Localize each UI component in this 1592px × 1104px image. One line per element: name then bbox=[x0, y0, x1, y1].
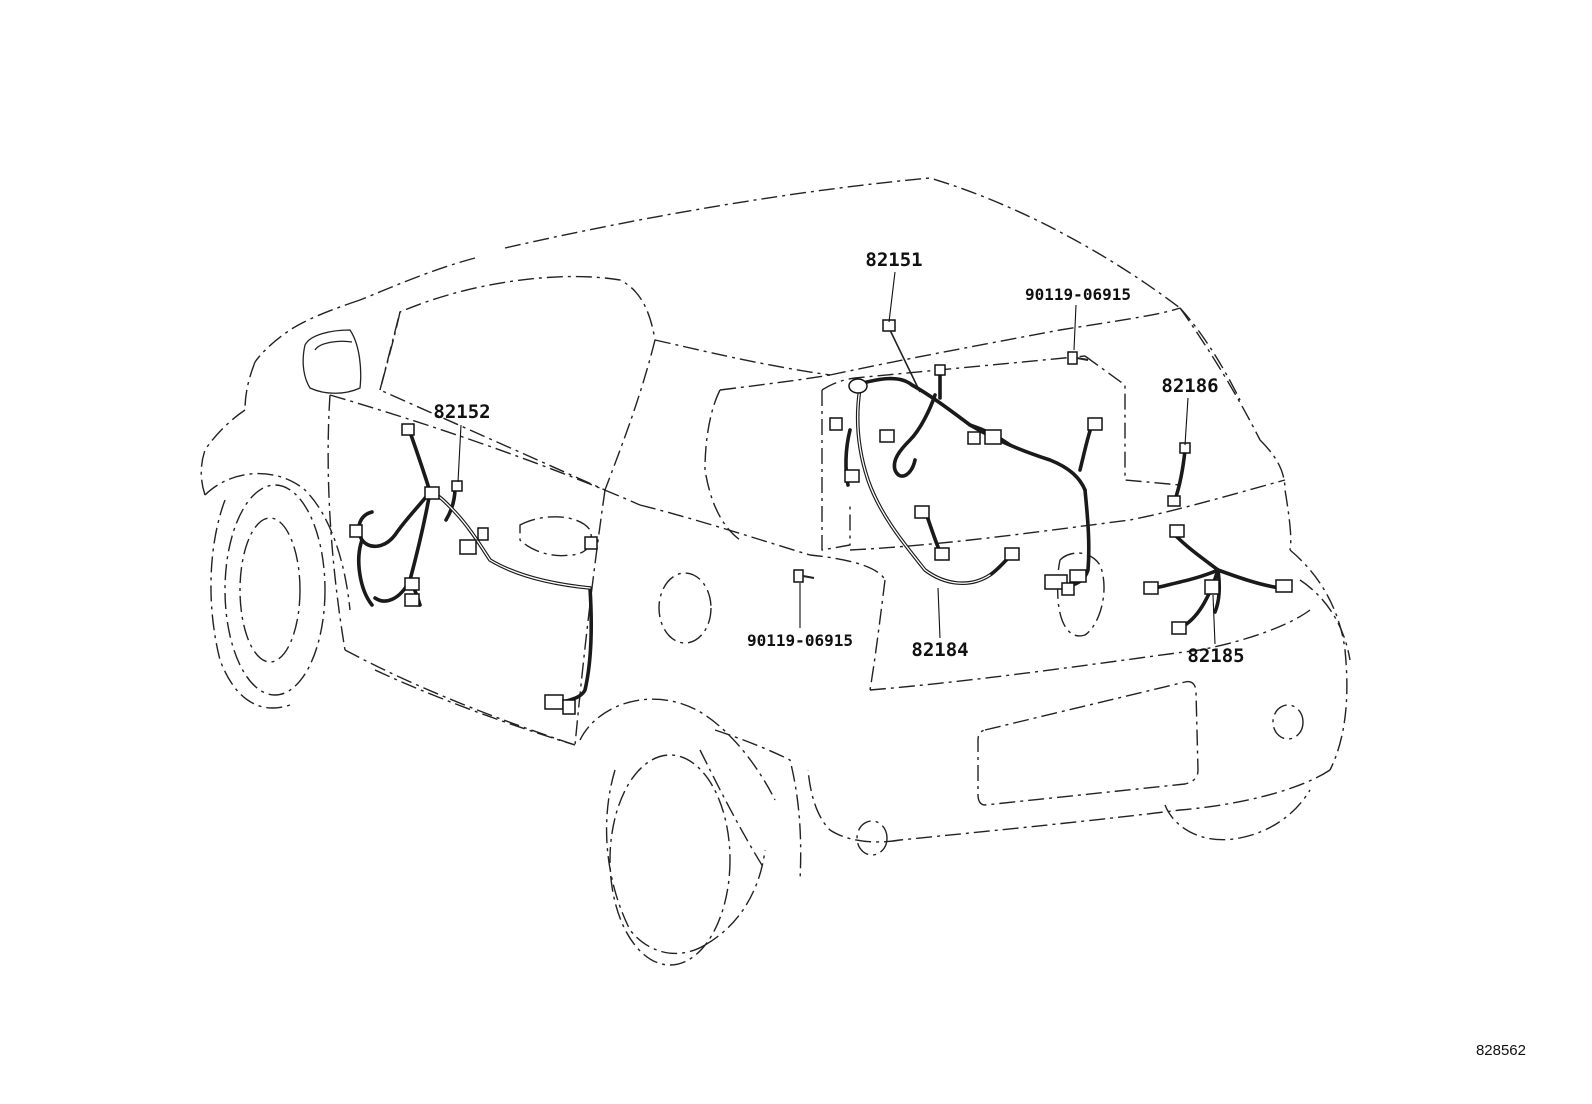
connector-icon bbox=[562, 699, 576, 715]
grommet-icon bbox=[848, 378, 868, 394]
connector-icon bbox=[1204, 579, 1220, 595]
connector-icon bbox=[934, 547, 950, 561]
bolt-top bbox=[1067, 351, 1089, 365]
connector-icon bbox=[1143, 581, 1159, 595]
callout-bolt-90119-06915-mid: 90119-06915 bbox=[747, 631, 853, 650]
connector-icon bbox=[879, 429, 895, 443]
connector-icon bbox=[424, 486, 440, 500]
leader-lines bbox=[457, 271, 1216, 645]
harness-82185 bbox=[1143, 524, 1293, 635]
callouts: 82151 82152 82184 82185 82186 90119-0691… bbox=[433, 249, 1244, 667]
connector-icon bbox=[1004, 547, 1020, 561]
connector-icon bbox=[451, 480, 463, 492]
figure-number: 828562 bbox=[1476, 1042, 1526, 1059]
bolt-icon bbox=[793, 569, 804, 583]
harness-82152 bbox=[349, 423, 598, 715]
connector-icon bbox=[1169, 524, 1185, 538]
bolt-mid bbox=[793, 569, 815, 583]
connector-icon bbox=[401, 423, 415, 436]
connector-icon bbox=[477, 527, 489, 541]
connector-icon bbox=[984, 429, 1002, 445]
harness-82186 bbox=[1167, 442, 1191, 507]
connector-icon bbox=[914, 505, 930, 519]
connector-icon bbox=[829, 417, 843, 431]
connector-icon bbox=[349, 524, 363, 538]
callout-bolt-90119-06915-top: 90119-06915 bbox=[1025, 285, 1131, 304]
harness-82184 bbox=[829, 364, 1103, 596]
car-body-outline bbox=[200, 177, 1351, 966]
callout-82186: 82186 bbox=[1161, 375, 1218, 397]
connector-icon bbox=[1061, 582, 1075, 596]
connector-icon bbox=[934, 364, 946, 376]
connector-icon bbox=[1087, 417, 1103, 431]
callout-82184: 82184 bbox=[911, 639, 968, 661]
connector-icon bbox=[967, 431, 981, 445]
connector-icon bbox=[1171, 621, 1187, 635]
connector-icon bbox=[1275, 579, 1293, 593]
connector-icon bbox=[404, 593, 420, 607]
connector-icon bbox=[404, 577, 420, 591]
connector-icon bbox=[544, 694, 564, 710]
connector-icon bbox=[459, 539, 477, 555]
callout-82152: 82152 bbox=[433, 401, 490, 423]
connector-icon bbox=[844, 469, 860, 483]
callout-82185: 82185 bbox=[1187, 645, 1244, 667]
bolt-icon bbox=[1067, 351, 1078, 365]
connector-icon bbox=[1069, 569, 1087, 583]
callout-82151: 82151 bbox=[865, 249, 922, 271]
connector-icon bbox=[584, 536, 598, 550]
connector-icon bbox=[1167, 495, 1181, 507]
